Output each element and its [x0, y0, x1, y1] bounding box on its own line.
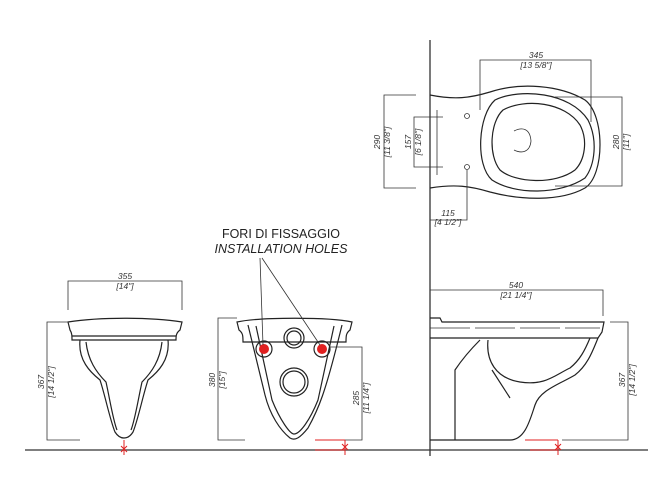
installation-hole-left	[259, 344, 269, 354]
callout-label-it: FORI DI FISSAGGIO	[222, 227, 340, 241]
rear-view: 380 [15"] 285 [11 1/4"] FORI DI FISSAGGI…	[207, 227, 371, 455]
dim-367-mm: 367	[36, 375, 46, 389]
dim-380-mm: 380	[207, 373, 217, 387]
dim-290-mm: 290	[372, 135, 382, 150]
dim-367-side-in: [14 1/2"]	[627, 364, 637, 397]
side-view: 540 [21 1/4"] 367 [14 1/2"]	[429, 280, 637, 455]
dim-355-mm: 355	[118, 271, 132, 281]
dim-280-mm: 280	[611, 135, 621, 150]
dim-540-mm: 540	[509, 280, 523, 290]
front-view: 355 [14"] 367 [14 1/2"]	[36, 271, 183, 455]
dim-540-in: [21 1/4"]	[499, 290, 532, 300]
dim-280-in: [11"]	[621, 133, 631, 151]
top-view: 345 [13 5/8"] 290 [11 3/8"] 157 [6 1/8"]…	[372, 50, 631, 227]
dim-367-side-mm: 367	[617, 373, 627, 387]
dim-285-in: [11 1/4"]	[361, 382, 371, 414]
dim-285-mm: 285	[351, 391, 361, 406]
callout-label-en: INSTALLATION HOLES	[215, 242, 349, 256]
dim-380-in: [15"]	[217, 371, 227, 390]
dim-345-mm: 345	[529, 50, 543, 60]
dim-115-mm: 115	[441, 208, 455, 218]
dim-157-in: [6 1/8"]	[413, 128, 423, 156]
dim-367-in: [14 1/2"]	[46, 366, 56, 399]
installation-hole-right	[317, 344, 327, 354]
dim-115-in: [4 1/2"]	[434, 217, 462, 227]
dim-290-in: [11 3/8"]	[382, 126, 392, 158]
dim-345-in: [13 5/8"]	[519, 60, 552, 70]
dim-157-mm: 157	[403, 135, 413, 149]
dim-355-in: [14"]	[115, 281, 134, 291]
